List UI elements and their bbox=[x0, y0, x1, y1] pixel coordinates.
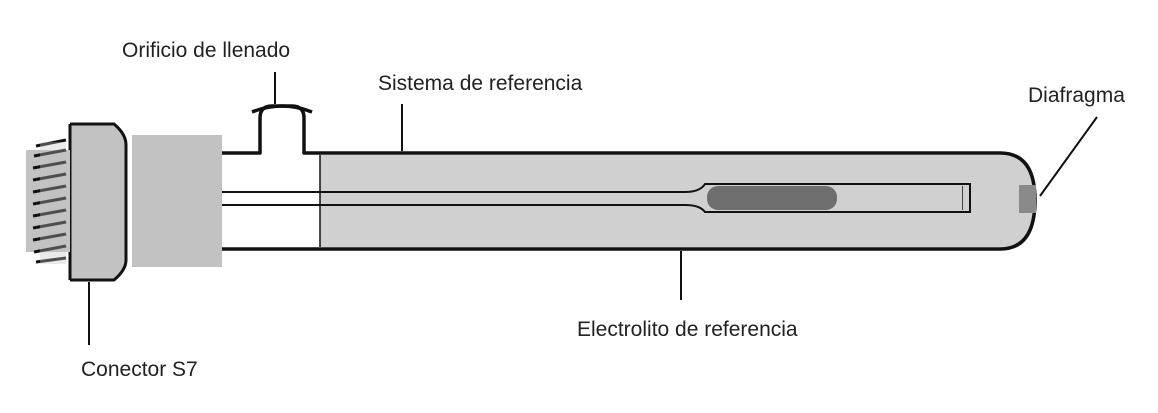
label-diaphragm: Diafragma bbox=[1028, 84, 1125, 107]
connector-body-outline bbox=[70, 122, 128, 282]
connector-body bbox=[70, 124, 126, 280]
label-reference-electrolyte: Electrolito de referencia bbox=[577, 318, 798, 341]
reference-electrolyte-fill bbox=[320, 155, 1035, 247]
reference-element bbox=[707, 186, 837, 210]
label-reference-system: Sistema de referencia bbox=[378, 72, 583, 95]
connector-sleeve bbox=[132, 135, 222, 267]
leader-diaphragm bbox=[1039, 116, 1098, 197]
leader-lines bbox=[88, 72, 1098, 345]
diaphragm bbox=[1019, 185, 1036, 213]
inner-tube-lumen bbox=[830, 186, 962, 210]
connector-thread-shadow bbox=[40, 142, 66, 264]
filling-hole-rim bbox=[251, 104, 313, 114]
label-connector: Conector S7 bbox=[81, 358, 198, 381]
label-filling-hole: Orificio de llenado bbox=[122, 39, 290, 62]
s7-connector bbox=[26, 122, 222, 282]
connector-thread bbox=[32, 138, 67, 264]
